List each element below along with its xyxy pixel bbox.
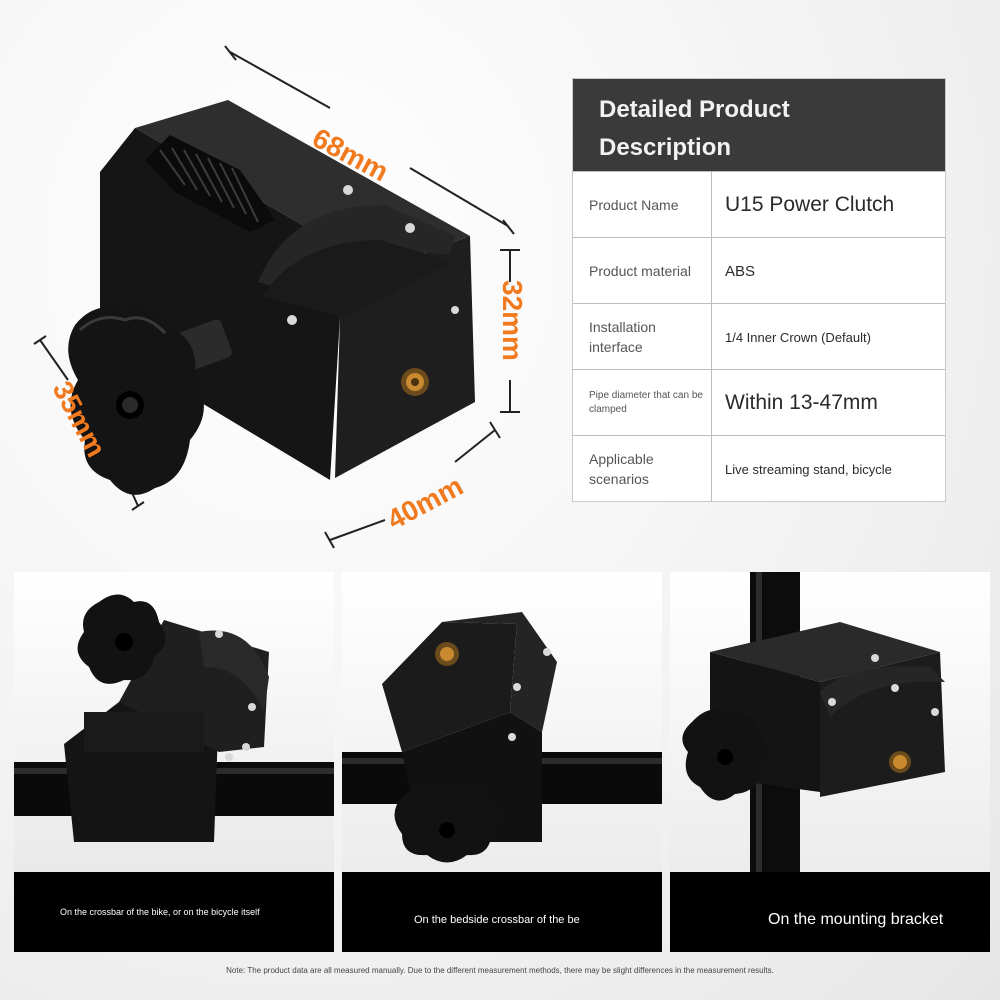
- clamp-illustration: [33, 45, 520, 549]
- knob-icon: [68, 307, 232, 495]
- spec-value: Within 13-47mm: [725, 391, 878, 414]
- spec-table: Detailed Product Description Product Nam…: [572, 78, 946, 502]
- spec-value: Live streaming stand, bicycle: [725, 461, 892, 477]
- clamp-on-bar-image: [14, 572, 334, 872]
- spec-label: Pipe diameter that can be clamped: [589, 390, 703, 415]
- clamp-body: [100, 100, 475, 480]
- scene-caption-text: On the crossbar of the bike, or on the b…: [60, 907, 260, 917]
- spec-value: ABS: [725, 262, 756, 280]
- product-hero: 68mm 32mm 40mm 35mm: [0, 0, 560, 560]
- spec-row-interface: Installation interface 1/4 Inner Crown (…: [573, 303, 945, 369]
- spec-row-material: Product material ABS: [573, 237, 945, 303]
- scene-caption: On the crossbar of the bike, or on the b…: [14, 872, 334, 952]
- measurement-note: Note: The product data are all measured …: [226, 966, 774, 975]
- spec-value: 1/4 Inner Crown (Default): [725, 329, 871, 345]
- spec-column-divider: [711, 171, 712, 501]
- spec-label: Installation interface: [589, 319, 656, 355]
- scene-caption: On the mounting bracket: [670, 872, 990, 952]
- spec-row-product-name: Product Name U15 Power Clutch: [573, 171, 945, 237]
- scene-caption-text: On the bedside crossbar of the be: [414, 914, 580, 926]
- scene-caption-text: On the mounting bracket: [768, 911, 944, 928]
- spec-label: Product material: [589, 263, 691, 279]
- clamp-on-bar-image: [670, 572, 990, 872]
- spec-label: Product Name: [589, 197, 679, 213]
- spec-row-pipe-diameter: Pipe diameter that can be clamped Within…: [573, 369, 945, 435]
- spec-value: U15 Power Clutch: [725, 193, 895, 216]
- dimension-height: 32mm: [497, 280, 528, 361]
- spec-label: Applicable scenarios: [589, 451, 654, 487]
- scene-caption: On the bedside crossbar of the be: [342, 872, 662, 952]
- screw-heads: [287, 185, 459, 325]
- scene-photo-bedside-crossbar: On the bedside crossbar of the be: [342, 572, 662, 952]
- spec-table-title: Detailed Product Description: [599, 96, 790, 161]
- scene-photo-bike-crossbar: On the crossbar of the bike, or on the b…: [14, 572, 334, 952]
- clamp-on-bar-image: [342, 572, 662, 872]
- scene-photo-mounting-bracket: On the mounting bracket: [670, 572, 990, 952]
- spec-table-header: Detailed Product Description: [573, 79, 945, 171]
- spec-row-scenarios: Applicable scenarios Live streaming stan…: [573, 435, 945, 501]
